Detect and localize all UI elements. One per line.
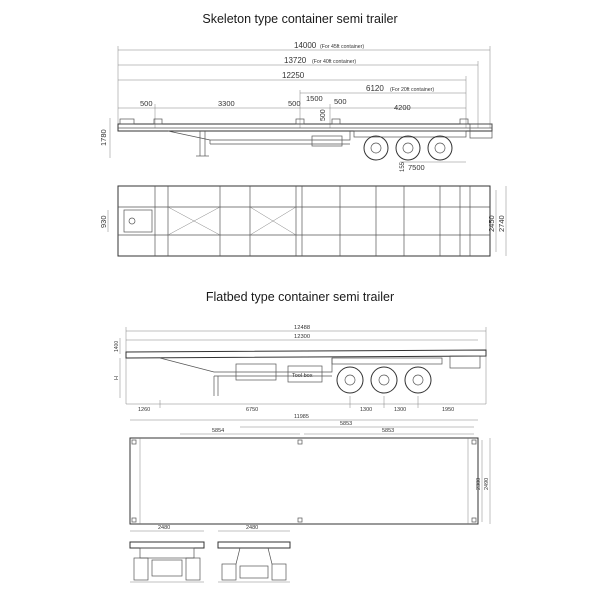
dim-1500: 1500 <box>306 94 323 103</box>
dim-930: 930 <box>99 215 108 228</box>
dim-1260: 1260 <box>138 407 150 413</box>
dim-1950: 1950 <box>442 407 454 413</box>
dim-12300: 12300 <box>294 334 310 340</box>
flatbed-top-view: 11985 5853 5854 5853 2380 2490 <box>129 414 491 525</box>
flatbed-end-views: 2480 2480 <box>129 525 291 583</box>
dim-12488: 12488 <box>294 325 310 331</box>
dim-1780: 1780 <box>99 129 108 146</box>
dim-5854: 5854 <box>212 428 224 434</box>
skeleton-side-view: 14000 (For 45ft container) 13720 (For 40… <box>99 41 493 172</box>
dim-1300-b: 1300 <box>394 407 406 413</box>
dim-500-mid: 500 <box>288 99 301 108</box>
dim-500-right: 500 <box>334 97 347 106</box>
dim-2480-left: 2480 <box>158 525 170 531</box>
note-45ft: (For 45ft container) <box>320 44 364 50</box>
dim-14000: 14000 <box>294 41 317 50</box>
note-20ft: (For 20ft container) <box>390 87 434 93</box>
skeleton-title: Skeleton type container semi trailer <box>202 12 398 26</box>
dim-155: 155 <box>400 161 406 172</box>
dim-2380: 2380 <box>476 478 482 490</box>
dim-2490: 2490 <box>484 478 490 490</box>
dim-500-vertical: 500 <box>320 109 327 121</box>
label-tool-box: Tool box <box>292 373 313 379</box>
dim-11985: 11985 <box>294 414 309 420</box>
dim-6750: 6750 <box>246 407 258 413</box>
dim-5853-top: 5853 <box>340 421 352 427</box>
dim-4200: 4200 <box>394 103 411 112</box>
dim-7500: 7500 <box>408 163 425 172</box>
dim-12250: 12250 <box>282 71 305 80</box>
skeleton-top-view: 930 2450 2740 <box>99 185 507 257</box>
dim-6120: 6120 <box>366 84 384 93</box>
dim-h: H <box>114 376 120 380</box>
dim-500-left: 500 <box>140 99 153 108</box>
dim-1300-a: 1300 <box>360 407 372 413</box>
flatbed-side-view: 12488 12300 1400 H Tool box 1260 <box>114 325 487 413</box>
flatbed-title: Flatbed type container semi trailer <box>205 290 395 304</box>
dim-2740: 2740 <box>497 215 506 232</box>
dim-2480-right: 2480 <box>246 525 258 531</box>
dim-1400: 1400 <box>114 341 120 352</box>
note-40ft: (For 40ft container) <box>312 59 356 65</box>
dim-3300: 3300 <box>218 99 235 108</box>
dim-2450: 2450 <box>487 215 496 232</box>
dim-13720: 13720 <box>284 56 307 65</box>
dim-5853-right: 5853 <box>382 428 394 434</box>
